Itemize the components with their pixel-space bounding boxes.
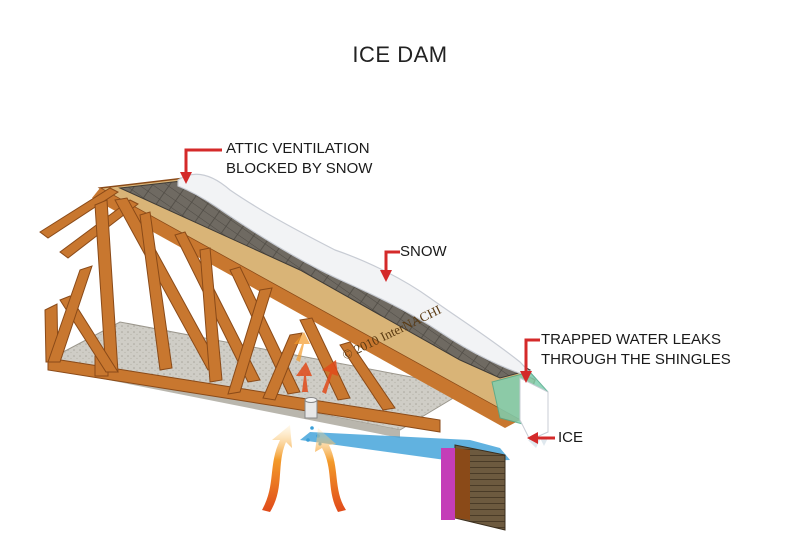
heat-loss-arrows [262,332,346,512]
callout-snow: SNOW [400,243,447,260]
heat-arrow-4 [322,360,338,394]
ice-pointer-arrowhead [527,432,538,444]
callout-ice: ICE [558,429,584,446]
heat-arrow-2 [315,428,346,512]
plumbing-vent [304,397,318,419]
callout-trapped-line2: THROUGH THE SHINGLES [541,351,731,368]
heat-arrow-5 [294,332,310,362]
callout-pointers [180,148,555,444]
ventilation-pointer-line [184,148,222,176]
callout-ventilation-line2: BLOCKED BY SNOW [226,160,373,177]
snow-pointer-arrowhead [380,270,392,282]
trapped-water-pointer-arrowhead [520,371,532,383]
heat-arrow-3 [296,362,312,392]
callout-trapped-line1: TRAPPED WATER LEAKS [541,331,722,348]
diagram-title: ICE DAM [352,42,448,67]
snow-pointer-line [384,250,400,274]
callout-ventilation-line1: ATTIC VENTILATION [226,140,370,157]
ventilation-pointer-arrowhead [180,172,192,184]
roof-trusses [39,187,441,433]
ice-dam [491,371,549,448]
exterior-wall [441,444,506,531]
callout-trapped-water: TRAPPED WATER LEAKS THROUGH THE SHINGLES [541,330,731,370]
callout-ventilation: ATTIC VENTILATION BLOCKED BY SNOW [226,139,372,179]
trapped-water-pointer-line [524,338,540,375]
heat-arrow-1 [262,425,292,512]
